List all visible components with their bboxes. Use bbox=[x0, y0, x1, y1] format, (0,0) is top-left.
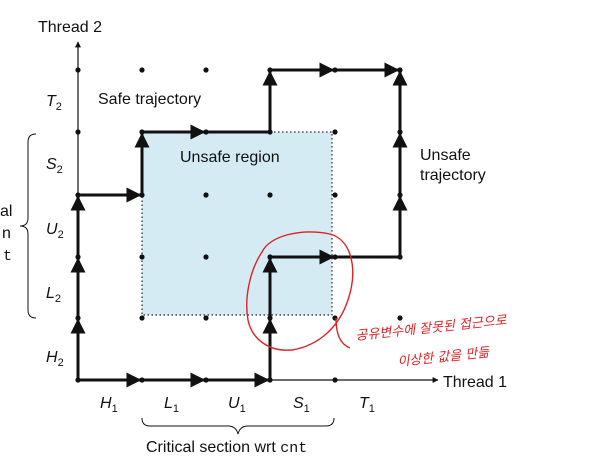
unsafe-trajectory-label-line1: Unsafe bbox=[420, 147, 471, 164]
x-tick-h1: H1 bbox=[100, 395, 118, 415]
unsafe-region-label: Unsafe region bbox=[180, 149, 280, 166]
x-tick-l1: L1 bbox=[164, 395, 179, 415]
safe-trajectory-label: Safe trajectory bbox=[98, 91, 201, 108]
critical-section-y-label-3: t bbox=[3, 248, 12, 265]
critical-section-y-label-1: al bbox=[0, 203, 12, 220]
unsafe-trajectory bbox=[76, 70, 408, 388]
critical-section-y-label-2: n bbox=[2, 225, 11, 242]
x-axis-title: Thread 1 bbox=[443, 374, 507, 391]
critical-section-x-bracket bbox=[141, 417, 335, 435]
annotation-line-1: 공유변수에 잘못된 접근으로 bbox=[355, 313, 509, 344]
critical-section-y-bracket bbox=[19, 133, 37, 319]
y-tick-labels: T2 S2 U2 L2 H2 bbox=[46, 93, 64, 369]
unsafe-region bbox=[141, 131, 333, 316]
unsafe-trajectory-label-line2: trajectory bbox=[420, 167, 486, 184]
y-tick-s2: S2 bbox=[46, 156, 63, 176]
annotation-pointer bbox=[335, 317, 351, 349]
y-tick-t2: T2 bbox=[46, 93, 62, 113]
y-tick-l2: L2 bbox=[46, 285, 61, 305]
safe-trajectory bbox=[70, 62, 400, 382]
y-tick-u2: U2 bbox=[46, 221, 64, 241]
x-tick-s1: S1 bbox=[293, 395, 310, 415]
y-axis-title: Thread 2 bbox=[38, 19, 102, 36]
y-tick-h2: H2 bbox=[46, 349, 64, 369]
x-tick-labels: H1 L1 U1 S1 T1 bbox=[100, 395, 375, 415]
annotation-line-2: 이상한 값을 만듦 bbox=[397, 345, 491, 370]
x-tick-t1: T1 bbox=[359, 395, 375, 415]
annotation-circle bbox=[246, 231, 354, 351]
x-tick-u1: U1 bbox=[228, 395, 246, 415]
critical-section-x-label: Critical section wrt cnt bbox=[146, 439, 307, 457]
